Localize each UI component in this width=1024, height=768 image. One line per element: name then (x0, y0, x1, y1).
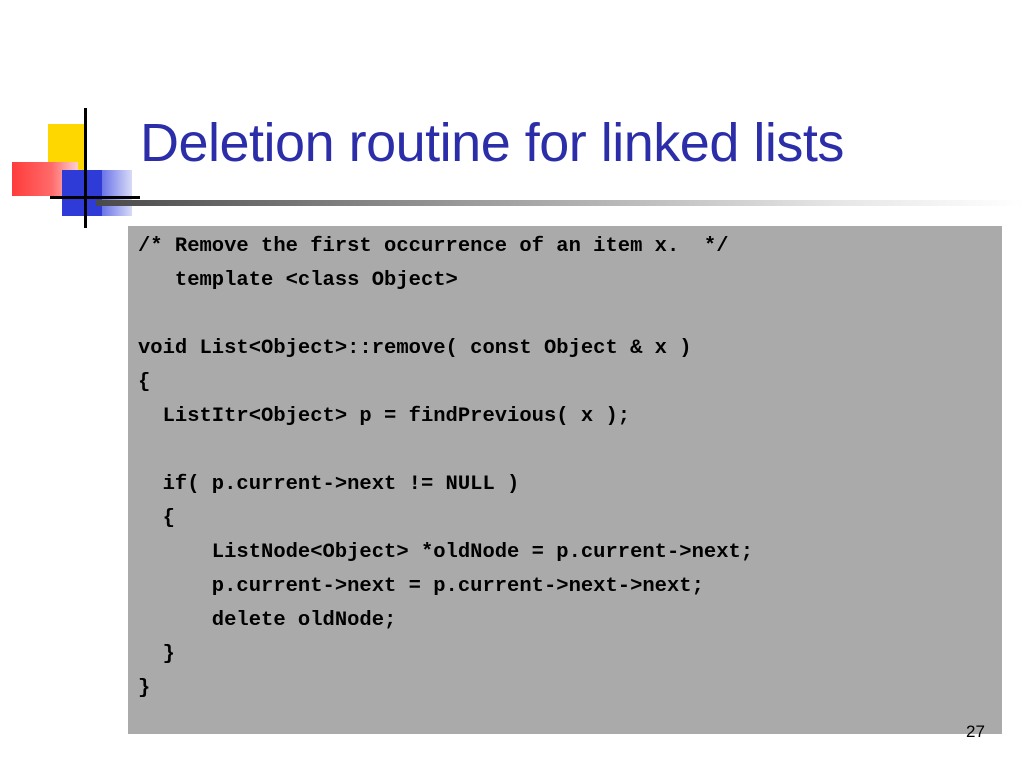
code-line: p.current->next = p.current->next->next; (138, 575, 704, 598)
code-text: /* Remove the first occurrence of an ite… (128, 226, 1002, 706)
blue-square-shape (62, 170, 102, 216)
code-line: delete oldNode; (138, 609, 397, 632)
page-number: 27 (966, 722, 985, 741)
code-line: ListItr<Object> p = findPrevious( x ); (138, 405, 631, 428)
code-line: ListNode<Object> *oldNode = p.current->n… (138, 541, 754, 564)
code-line: { (138, 507, 175, 530)
code-line: void List<Object>::remove( const Object … (138, 337, 692, 360)
code-line: template <class Object> (138, 269, 458, 292)
slide-logo-decoration (0, 0, 140, 240)
blue-fade-shape (102, 170, 132, 216)
code-line: if( p.current->next != NULL ) (138, 473, 520, 496)
horizontal-rule-line (50, 196, 140, 199)
code-line: /* Remove the first occurrence of an ite… (138, 235, 729, 258)
vertical-rule-line (84, 108, 87, 228)
code-block: /* Remove the first occurrence of an ite… (128, 226, 1002, 734)
title-underline (96, 200, 1024, 206)
code-line: } (138, 677, 151, 700)
code-line: } (138, 643, 175, 666)
slide-title: Deletion routine for linked lists (140, 113, 844, 173)
code-line: { (138, 371, 151, 394)
